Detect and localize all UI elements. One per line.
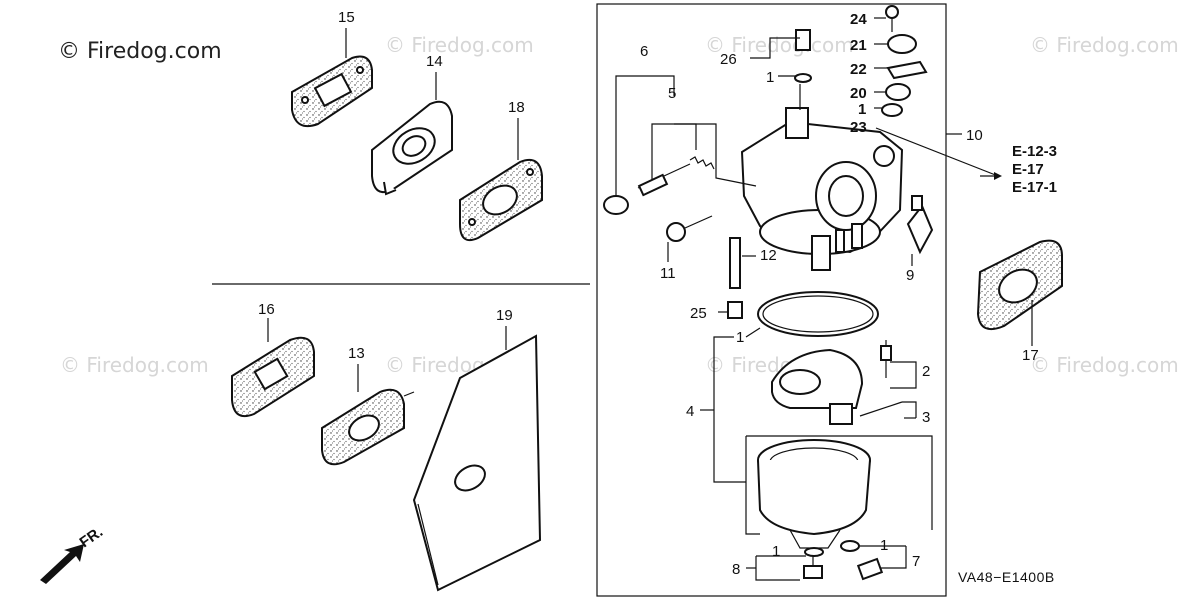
- callout-7: 7: [912, 553, 920, 570]
- part-24-screw: [885, 5, 899, 32]
- reference-e-17-1[interactable]: E-17-1: [1012, 179, 1057, 196]
- part-15-gasket: [291, 55, 373, 128]
- watermark-faint: © Firedog.com: [1030, 33, 1179, 57]
- callout-6: 6: [640, 43, 648, 60]
- part-14-insulator: [371, 100, 453, 196]
- callout-8: 8: [732, 561, 740, 578]
- part-11-screw: [666, 215, 713, 242]
- part-13-plate: [321, 388, 415, 466]
- float-bowl: [757, 439, 871, 549]
- callout-22: 22: [850, 61, 867, 78]
- part-20-cap: [885, 83, 911, 101]
- callout-4: 4: [686, 403, 694, 420]
- callout-10: 10: [966, 127, 983, 144]
- part-18-gasket: [459, 158, 543, 242]
- callout-11: 11: [660, 265, 676, 282]
- carburetor-assembly-frame: [596, 3, 947, 597]
- watermark-faint: © Firedog.com: [60, 353, 209, 377]
- callout-19: 19: [496, 307, 513, 324]
- callout-3: 3: [922, 409, 930, 426]
- part-9-choke: [906, 195, 934, 255]
- watermark-main: © Firedog.com: [58, 39, 222, 64]
- part-1-gasket-ring: [757, 291, 879, 337]
- part-17-gasket: [976, 239, 1063, 330]
- callout-16: 16: [258, 301, 275, 318]
- diagram-code: VA48−E1400B: [958, 569, 1055, 585]
- part-7-bolt: [840, 540, 884, 581]
- part-1-washer-top: [881, 103, 903, 117]
- watermark-faint: © Firedog.com: [1030, 353, 1179, 377]
- part-12-nozzle: [729, 237, 741, 289]
- reference-arrow: [980, 172, 1002, 180]
- callout-26: 26: [720, 51, 737, 68]
- part-3-pin: [859, 401, 903, 417]
- part-25-jet: [727, 301, 743, 319]
- callout-18: 18: [508, 99, 525, 116]
- callout-21: 21: [850, 37, 867, 54]
- part-5-screw: [637, 156, 715, 197]
- part-19-plate: [412, 334, 542, 592]
- callout-1b: 1: [858, 101, 866, 118]
- part-21-plate: [887, 34, 917, 54]
- callout-1d: 1: [772, 543, 780, 560]
- callout-25: 25: [690, 305, 707, 322]
- callout-1e: 1: [880, 537, 888, 554]
- watermark-faint: © Firedog.com: [385, 33, 534, 57]
- reference-e-12-3[interactable]: E-12-3: [1012, 143, 1057, 160]
- leader-lines: [267, 17, 1033, 581]
- callout-23: 23: [850, 119, 867, 136]
- part-8-bolt: [803, 547, 824, 579]
- callout-5: 5: [668, 85, 676, 102]
- watermark-faint: © Firedog.com: [705, 33, 854, 57]
- reference-e-17[interactable]: E-17: [1012, 161, 1044, 178]
- part-4-float: [771, 348, 864, 425]
- part-22-lever: [886, 60, 928, 80]
- callout-1c: 1: [736, 329, 744, 346]
- front-arrow-icon: [40, 544, 84, 584]
- part-26-screw: [794, 29, 812, 83]
- callout-9: 9: [906, 267, 914, 284]
- callout-2: 2: [922, 363, 930, 380]
- callout-1a: 1: [766, 69, 774, 86]
- part-6-cap: [603, 195, 629, 215]
- callout-24: 24: [850, 11, 867, 28]
- callout-14: 14: [426, 53, 443, 70]
- callout-20: 20: [850, 85, 867, 102]
- part-16-gasket: [231, 336, 315, 418]
- part-2-needle: [880, 340, 892, 378]
- callout-12: 12: [760, 247, 777, 264]
- callout-17: 17: [1022, 347, 1039, 364]
- carburetor-body: [740, 107, 904, 271]
- callout-13: 13: [348, 345, 365, 362]
- callout-15: 15: [338, 9, 355, 26]
